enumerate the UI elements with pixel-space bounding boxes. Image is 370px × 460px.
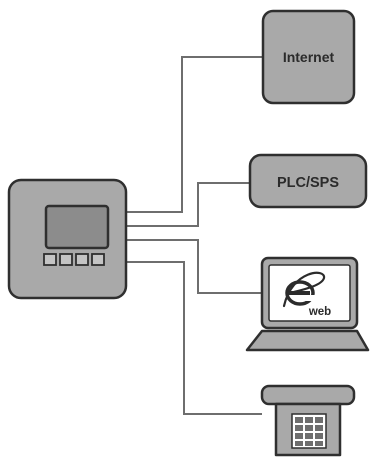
device-button — [43, 253, 57, 266]
device-button — [91, 253, 105, 266]
internet-box — [261, 9, 356, 105]
device-button — [59, 253, 73, 266]
laptop-keyboard-base — [245, 329, 370, 352]
plc-label: PLC/SPS — [277, 175, 339, 191]
plc-box — [248, 153, 368, 209]
connection-lines — [126, 56, 263, 415]
browser-logo-icon — [282, 271, 326, 308]
device-button — [75, 253, 89, 266]
phone-node — [260, 384, 356, 457]
internet-node: Internet — [261, 9, 356, 105]
web-label: web — [308, 306, 331, 318]
edge-device-internet — [126, 56, 263, 213]
edge-device-laptop — [126, 239, 262, 294]
phone-keypad-icon — [291, 413, 327, 449]
plc-node: PLC/SPS — [248, 153, 368, 209]
edge-device-plc — [126, 182, 250, 227]
internet-label: Internet — [283, 49, 335, 65]
device-screen — [44, 204, 110, 250]
phone-handset-icon — [260, 384, 356, 406]
laptop-node: web — [245, 256, 370, 352]
edge-device-phone — [126, 261, 262, 415]
device-node — [7, 178, 128, 300]
